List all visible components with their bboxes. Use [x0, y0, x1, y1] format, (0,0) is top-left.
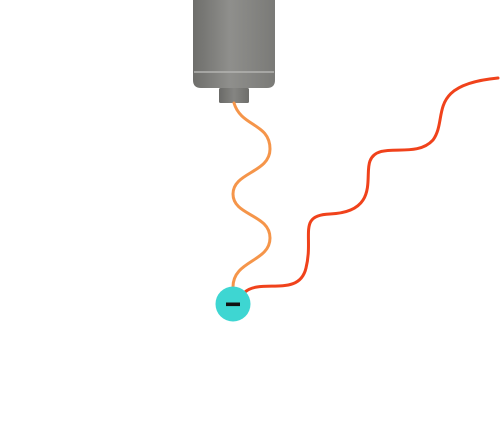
- electron-icon: [215, 286, 251, 322]
- electron-charge-bar: [226, 302, 240, 307]
- emitter-nozzle: [219, 88, 249, 103]
- emitter-body: [193, 0, 275, 88]
- emitted-wave: [243, 76, 500, 294]
- incident-light-wave: [231, 101, 272, 289]
- light-source-icon: [193, 0, 275, 103]
